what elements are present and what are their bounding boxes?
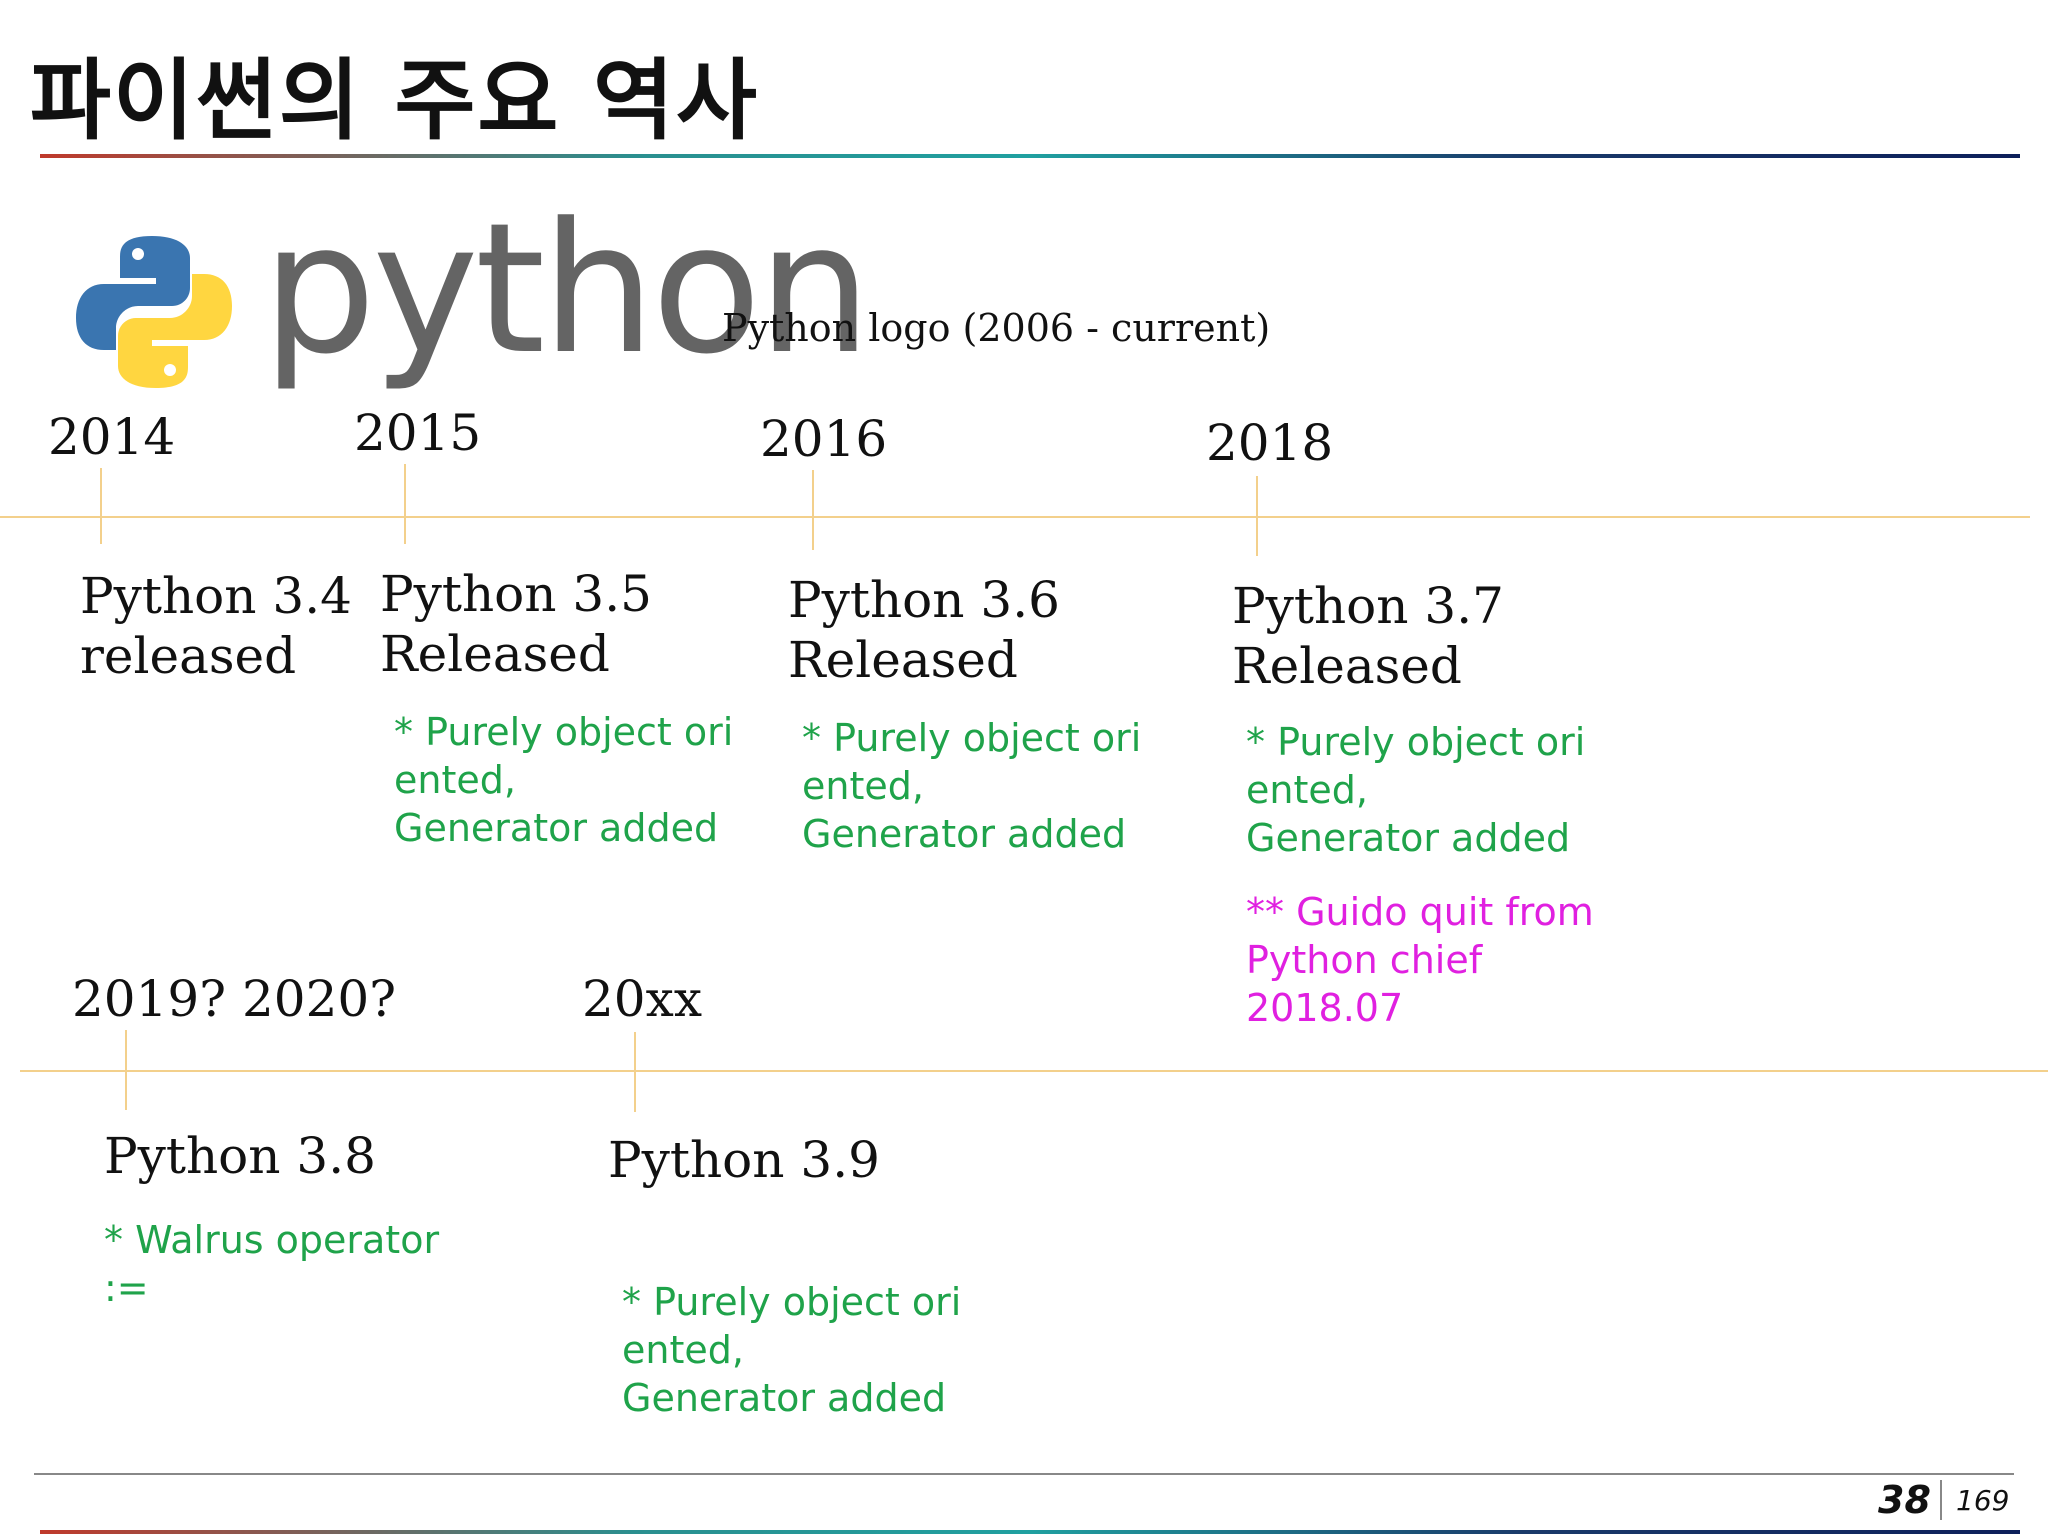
timeline-top-line	[0, 516, 2030, 518]
python-snake-logo-icon	[76, 236, 232, 388]
version-label-3-4: Python 3.4 released	[80, 567, 352, 685]
page-number: 38	[1878, 1478, 1931, 1522]
year-label-2014: 2014	[48, 408, 176, 466]
year-label-20xx: 20xx	[582, 970, 703, 1028]
python-wordmark: python	[262, 185, 872, 394]
footer-color-bar	[40, 1530, 2020, 1534]
version-label-3-8: Python 3.8	[104, 1127, 376, 1185]
year-label-2015: 2015	[354, 404, 482, 462]
version-notes-3-6: * Purely object ori ented, Generator add…	[802, 716, 1142, 856]
version-notes-3-8: * Walrus operator :=	[104, 1218, 440, 1310]
footer-divider	[34, 1473, 2014, 1475]
title-divider	[40, 154, 2020, 158]
logo-caption: Python logo (2006 - current)	[722, 306, 1271, 350]
timeline-tick-2016	[812, 470, 814, 550]
version-label-3-9: Python 3.9	[608, 1131, 880, 1189]
timeline-tick-20xx	[634, 1032, 636, 1112]
timeline-bottom-line	[20, 1070, 2048, 1072]
page-number-separator	[1940, 1480, 1942, 1520]
year-label-2016: 2016	[760, 410, 888, 468]
guido-retirement-note: ** Guido quit from Python chief 2018.07	[1246, 890, 1594, 1030]
version-notes-3-5: * Purely object ori ented, Generator add…	[394, 710, 734, 850]
timeline-tick-2014	[100, 468, 102, 544]
slide-title: 파이썬의 주요 역사	[30, 49, 759, 152]
timeline-tick-2015	[404, 464, 406, 544]
version-notes-3-7: * Purely object ori ented, Generator add…	[1246, 720, 1586, 860]
year-label-2019-2020: 2019? 2020?	[72, 970, 396, 1028]
year-label-2018: 2018	[1206, 414, 1334, 472]
version-label-3-5: Python 3.5 Released	[380, 565, 652, 683]
page-total: 169	[1956, 1484, 2010, 1517]
timeline-tick-2018	[1256, 476, 1258, 556]
version-notes-3-9: * Purely object ori ented, Generator add…	[622, 1280, 962, 1420]
version-label-3-7: Python 3.7 Released	[1232, 577, 1504, 695]
version-label-3-6: Python 3.6 Released	[788, 571, 1060, 689]
timeline-tick-2019	[125, 1030, 127, 1110]
